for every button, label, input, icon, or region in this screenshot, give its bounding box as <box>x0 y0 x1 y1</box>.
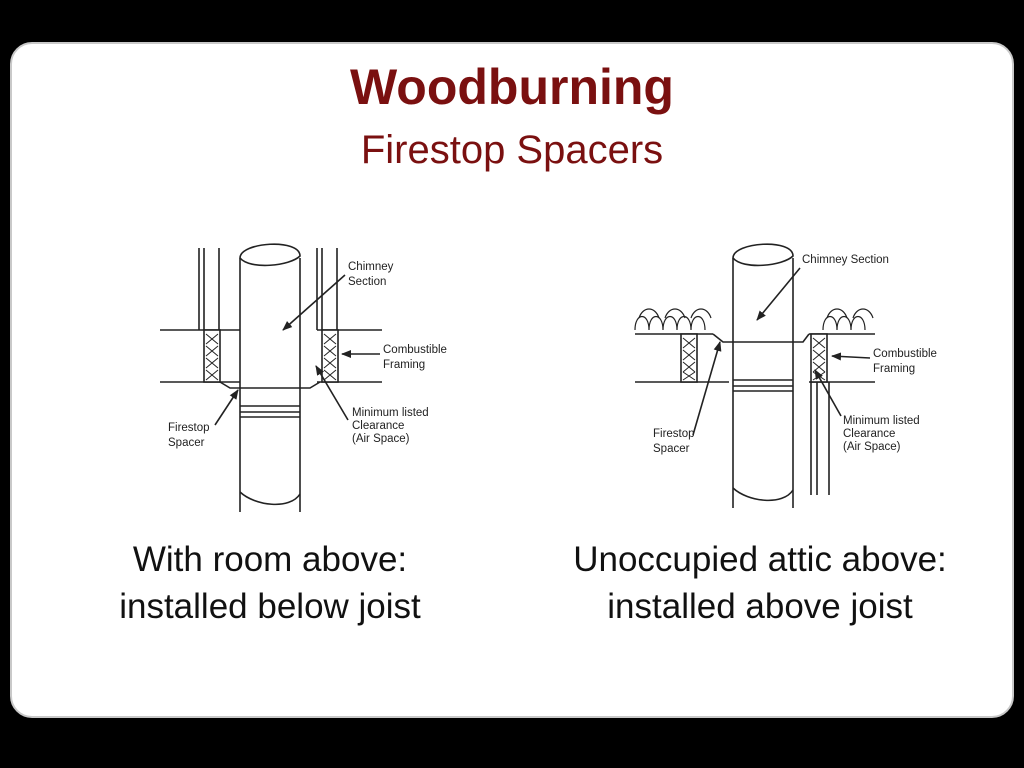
right-chimney-pipe <box>712 243 810 508</box>
right-label-spacer-2: Spacer <box>653 443 690 455</box>
left-label-clearance-3: (Air Space) <box>352 433 410 445</box>
left-caption-line-2: installed below joist <box>119 587 421 626</box>
slide-subtitle: Firestop Spacers <box>360 128 664 172</box>
left-label-spacer-1: Firestop <box>168 422 210 434</box>
right-label-spacer-1: Firestop <box>653 428 695 440</box>
left-label-framing-1: Combustible <box>383 344 447 356</box>
left-label-spacer-2: Spacer <box>168 437 205 449</box>
right-label-framing-1: Combustible <box>873 348 937 360</box>
left-caption: With room above: installed below joist <box>60 536 480 630</box>
left-diagram: Chimney Section Combustible Framing Mini… <box>160 243 447 512</box>
left-label-clearance-1: Minimum listed <box>352 407 429 419</box>
left-caption-line-1: With room above: <box>132 540 408 579</box>
right-caption: Unoccupied attic above: installed above … <box>540 536 980 630</box>
right-label-framing-2: Framing <box>873 363 915 375</box>
right-label-clearance-2: Clearance <box>843 428 895 440</box>
left-label-chimney-2: Section <box>348 276 386 288</box>
right-caption-line-1: Unoccupied attic above: <box>573 540 947 579</box>
left-label-clearance-2: Clearance <box>352 420 404 432</box>
right-diagram: Chimney Section Combustible Framing Mini… <box>634 243 937 508</box>
right-label-chimney: Chimney Section <box>802 254 889 266</box>
right-label-clearance-1: Minimum listed <box>843 415 920 427</box>
right-label-clearance-3: (Air Space) <box>843 441 901 453</box>
left-joist-hatching <box>205 333 337 381</box>
left-wall-studs <box>198 248 338 330</box>
right-joist-hatching <box>682 337 826 381</box>
left-label-framing-2: Framing <box>383 359 425 371</box>
slide-panel <box>10 42 1014 718</box>
left-chimney-pipe <box>219 243 321 512</box>
right-attic-insulation <box>634 308 874 331</box>
slide-title: Woodburning <box>350 59 674 115</box>
right-caption-line-2: installed above joist <box>607 587 913 626</box>
left-label-chimney-1: Chimney <box>348 261 394 273</box>
